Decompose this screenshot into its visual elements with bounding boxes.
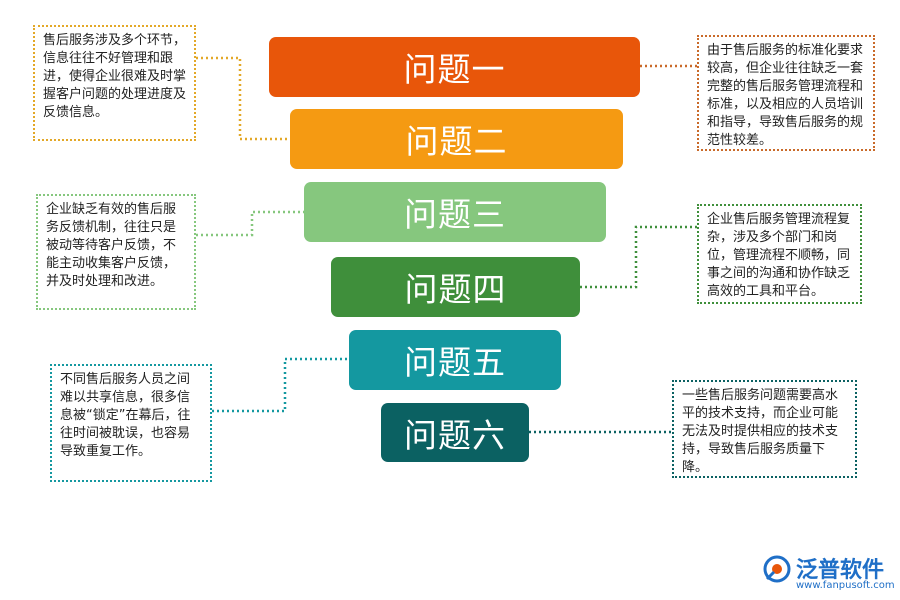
logo-icon xyxy=(763,555,791,583)
connector-4 xyxy=(580,225,697,289)
level-bar-3: 问题三 xyxy=(304,182,606,242)
level-bar-4: 问题四 xyxy=(331,257,580,317)
note-3: 企业缺乏有效的售后服务反馈机制，往往只是被动等待客户反馈，不能主动收集客户反馈，… xyxy=(36,194,196,310)
note-4: 企业售后服务管理流程复杂，涉及多个部门和岗位，管理流程不顺畅，同事之间的沟通和协… xyxy=(697,204,862,304)
level-bar-1: 问题一 xyxy=(269,37,640,97)
watermark-logo: 泛普软件 www.fanpusoft.com xyxy=(762,550,897,596)
logo-name: 泛普软件 xyxy=(796,558,885,583)
note-2: 由于售后服务的标准化要求较高，但企业往往缺乏一套完整的售后服务管理流程和标准，以… xyxy=(697,35,875,151)
level-bar-6: 问题六 xyxy=(381,403,529,462)
connector-3 xyxy=(196,210,304,237)
level-bar-5: 问题五 xyxy=(349,330,561,390)
note-1: 售后服务涉及多个环节，信息往往不好管理和跟进，使得企业很难及时掌握客户问题的处理… xyxy=(33,25,196,141)
connector-1 xyxy=(196,56,290,141)
note-5: 不同售后服务人员之间难以共享信息，很多信息被“锁定”在幕后，往往时间被耽误，也容… xyxy=(50,364,212,482)
connector-5 xyxy=(212,357,349,413)
level-bar-2: 问题二 xyxy=(290,109,623,169)
logo-url: www.fanpusoft.com xyxy=(796,580,895,591)
note-6: 一些售后服务问题需要高水平的技术支持，而企业可能无法及时提供相应的技术支持，导致… xyxy=(672,380,857,478)
